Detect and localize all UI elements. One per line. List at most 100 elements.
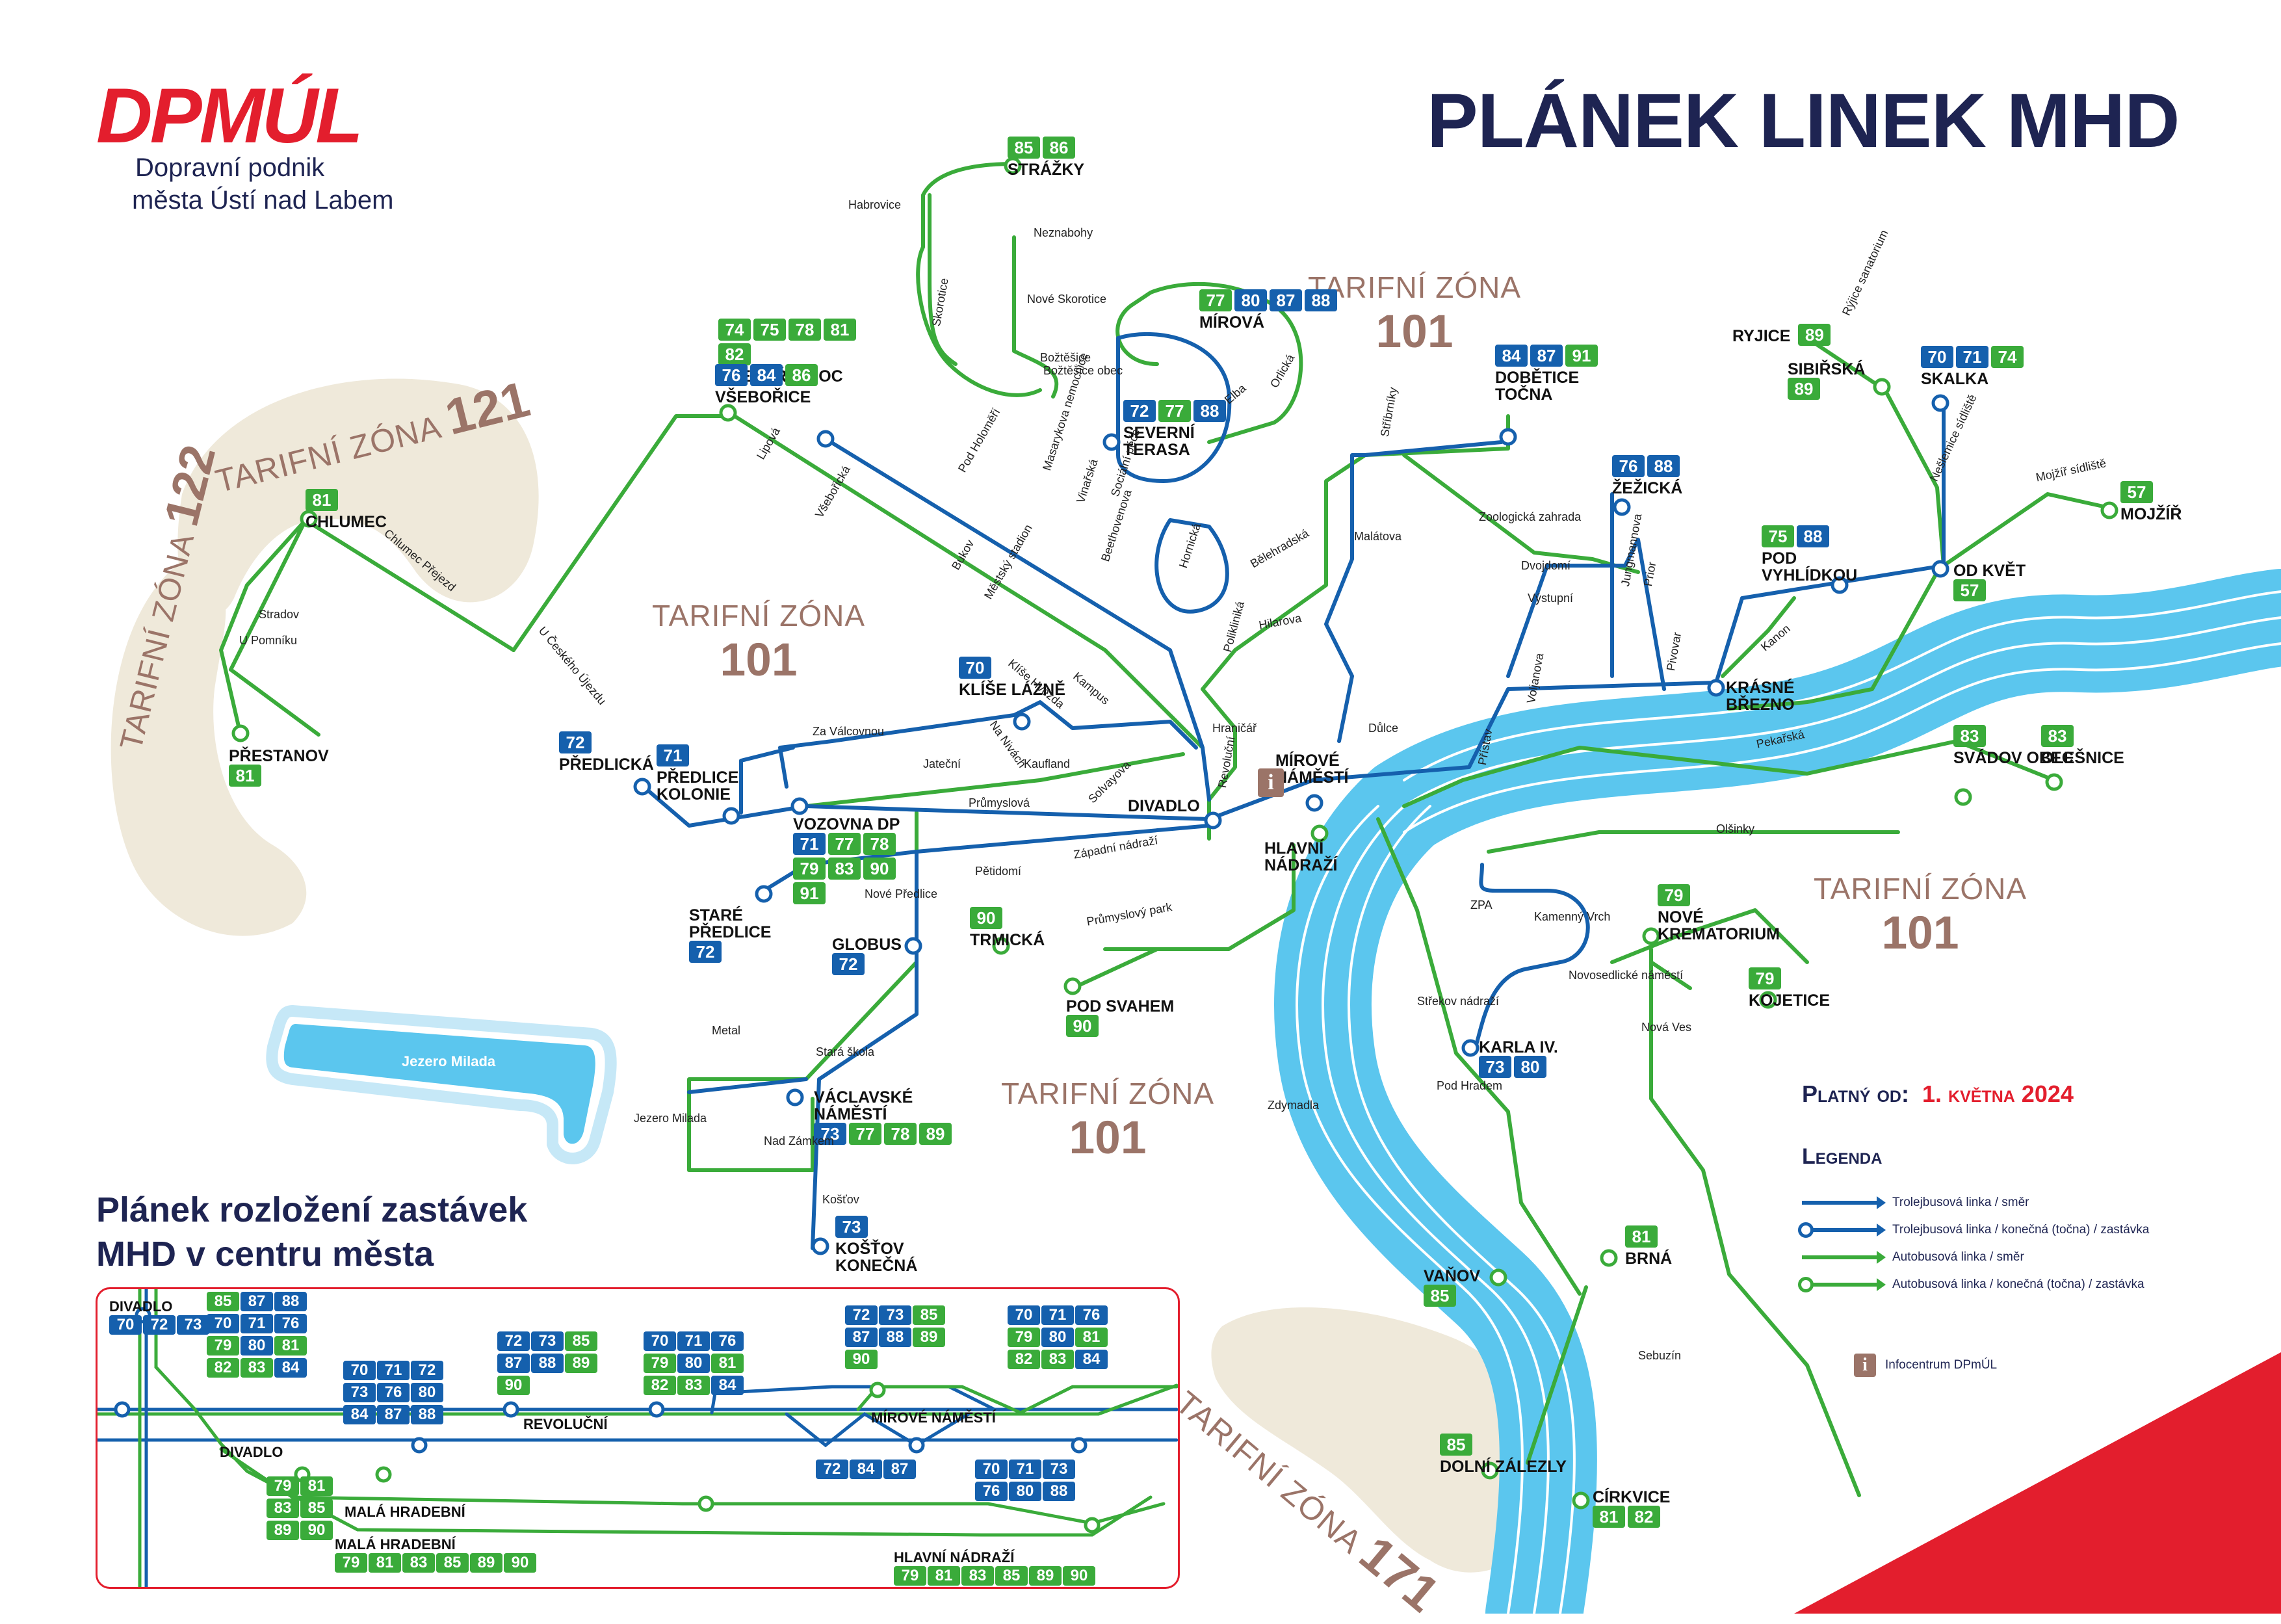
line-badge-87[interactable]: 87: [497, 1354, 530, 1373]
line-badge-91[interactable]: 91: [1565, 345, 1598, 367]
line-badge-90[interactable]: 90: [845, 1350, 878, 1369]
line-badge-87[interactable]: 87: [241, 1292, 273, 1311]
stop-chlumec[interactable]: [300, 510, 318, 528]
line-badge-85[interactable]: 85: [565, 1331, 597, 1351]
line-badge-85[interactable]: 85: [1424, 1285, 1456, 1307]
line-badge-88[interactable]: 88: [411, 1405, 443, 1424]
line-badge-70[interactable]: 70: [207, 1314, 239, 1333]
line-badge-78[interactable]: 78: [884, 1123, 917, 1145]
stop-divadlo[interactable]: [1204, 811, 1222, 830]
line-badge-80[interactable]: 80: [677, 1354, 710, 1373]
line-badge-79[interactable]: 79: [207, 1336, 239, 1356]
line-badge-72[interactable]: 72: [411, 1361, 443, 1380]
line-badge-84[interactable]: 84: [274, 1358, 307, 1378]
line-badge-73[interactable]: 73: [835, 1216, 868, 1238]
stop-krasne-brezno[interactable]: [1707, 679, 1725, 697]
line-badge-84[interactable]: 84: [343, 1405, 376, 1424]
line-badge-76[interactable]: 76: [274, 1314, 307, 1333]
line-badge-83[interactable]: 83: [677, 1376, 710, 1395]
inset-stop-mala-hradebni-b[interactable]: [375, 1466, 392, 1483]
line-badge-83[interactable]: 83: [2041, 725, 2074, 747]
line-badge-73[interactable]: 73: [1479, 1056, 1511, 1078]
stop-od-kvet[interactable]: [1931, 560, 1949, 578]
line-badge-79[interactable]: 79: [1749, 967, 1781, 989]
line-badge-87[interactable]: 87: [1270, 289, 1302, 311]
line-badge-80[interactable]: 80: [1514, 1056, 1546, 1078]
stop-kojetice[interactable]: [1759, 991, 1777, 1009]
stop-kostov-konecna[interactable]: [811, 1237, 829, 1255]
line-badge-89[interactable]: 89: [1788, 378, 1820, 400]
line-badge-77[interactable]: 77: [828, 833, 861, 855]
stop-klise-lazne[interactable]: [1013, 713, 1031, 731]
line-badge-71[interactable]: 71: [657, 744, 689, 766]
line-badge-83[interactable]: 83: [828, 858, 861, 880]
line-badge-73[interactable]: 73: [879, 1305, 911, 1325]
line-badge-71[interactable]: 71: [1009, 1460, 1041, 1479]
line-badge-89[interactable]: 89: [1029, 1566, 1062, 1586]
line-badge-82[interactable]: 82: [207, 1358, 239, 1378]
line-badge-76[interactable]: 76: [715, 364, 748, 386]
line-badge-80[interactable]: 80: [241, 1336, 273, 1356]
stop-strazky[interactable]: [1004, 157, 1022, 175]
line-badge-80[interactable]: 80: [411, 1383, 443, 1402]
line-badge-85[interactable]: 85: [1440, 1434, 1472, 1456]
line-badge-89[interactable]: 89: [919, 1123, 952, 1145]
line-badge-87[interactable]: 87: [883, 1460, 916, 1479]
line-badge-90[interactable]: 90: [497, 1376, 530, 1395]
line-badge-81[interactable]: 81: [300, 1476, 333, 1496]
line-badge-84[interactable]: 84: [711, 1376, 744, 1395]
line-badge-79[interactable]: 79: [793, 858, 826, 880]
line-badge-79[interactable]: 79: [894, 1566, 926, 1586]
line-badge-80[interactable]: 80: [1234, 289, 1267, 311]
line-badge-70[interactable]: 70: [1008, 1305, 1040, 1325]
line-badge-72[interactable]: 72: [845, 1305, 878, 1325]
line-badge-78[interactable]: 78: [863, 833, 896, 855]
line-badge-79[interactable]: 79: [644, 1354, 676, 1373]
line-badge-79[interactable]: 79: [267, 1476, 299, 1496]
stop-mirove-namesti[interactable]: [1305, 794, 1323, 812]
line-badge-85[interactable]: 85: [207, 1292, 239, 1311]
line-badge-83[interactable]: 83: [402, 1553, 435, 1573]
line-badge-81[interactable]: 81: [229, 765, 261, 787]
line-badge-88[interactable]: 88: [879, 1328, 911, 1347]
inset-stop-revolucni-b[interactable]: [648, 1401, 665, 1418]
line-badge-87[interactable]: 87: [377, 1405, 410, 1424]
line-badge-88[interactable]: 88: [1647, 455, 1680, 477]
stop-vseborice[interactable]: [816, 430, 835, 448]
line-badge-90[interactable]: 90: [1063, 1566, 1095, 1586]
line-badge-73[interactable]: 73: [814, 1123, 846, 1145]
line-badge-81[interactable]: 81: [1593, 1506, 1625, 1528]
line-badge-82[interactable]: 82: [718, 343, 751, 365]
stop-sibirska[interactable]: [1873, 378, 1891, 396]
inset-stop-divadlo-c[interactable]: [411, 1437, 428, 1454]
line-badge-84[interactable]: 84: [1075, 1350, 1108, 1369]
inset-stop-hlavni-nadrazi[interactable]: [1084, 1517, 1101, 1534]
stop-stare-predlice[interactable]: [755, 885, 773, 903]
line-badge-77[interactable]: 77: [1199, 289, 1232, 311]
line-badge-79[interactable]: 79: [1658, 884, 1690, 906]
line-badge-73[interactable]: 73: [1043, 1460, 1075, 1479]
line-badge-84[interactable]: 84: [750, 364, 783, 386]
line-badge-76[interactable]: 76: [1075, 1305, 1108, 1325]
line-badge-88[interactable]: 88: [1305, 289, 1337, 311]
inset-stop-mirove-a[interactable]: [869, 1382, 886, 1398]
stop-mojzir[interactable]: [2100, 501, 2118, 519]
line-badge-90[interactable]: 90: [1066, 1015, 1099, 1037]
stop-prestanov[interactable]: [231, 724, 250, 742]
line-badge-90[interactable]: 90: [300, 1521, 333, 1540]
line-badge-70[interactable]: 70: [1921, 346, 1953, 368]
inset-stop-revolucni-a[interactable]: [502, 1401, 519, 1418]
line-badge-74[interactable]: 74: [1991, 346, 2024, 368]
line-badge-81[interactable]: 81: [711, 1354, 744, 1373]
line-badge-84[interactable]: 84: [1495, 345, 1528, 367]
inset-stop-divadlo-a[interactable]: [114, 1401, 131, 1418]
line-badge-86[interactable]: 86: [785, 364, 818, 386]
line-badge-83[interactable]: 83: [241, 1358, 273, 1378]
stop-pod-vyhlidkou[interactable]: [1831, 576, 1849, 594]
line-badge-80[interactable]: 80: [1041, 1328, 1074, 1347]
stop-dolni-zalezly[interactable]: [1481, 1461, 1499, 1480]
line-badge-72[interactable]: 72: [816, 1460, 848, 1479]
stop-vanov[interactable]: [1489, 1268, 1507, 1287]
line-badge-76[interactable]: 76: [711, 1331, 744, 1351]
line-badge-90[interactable]: 90: [504, 1553, 536, 1573]
